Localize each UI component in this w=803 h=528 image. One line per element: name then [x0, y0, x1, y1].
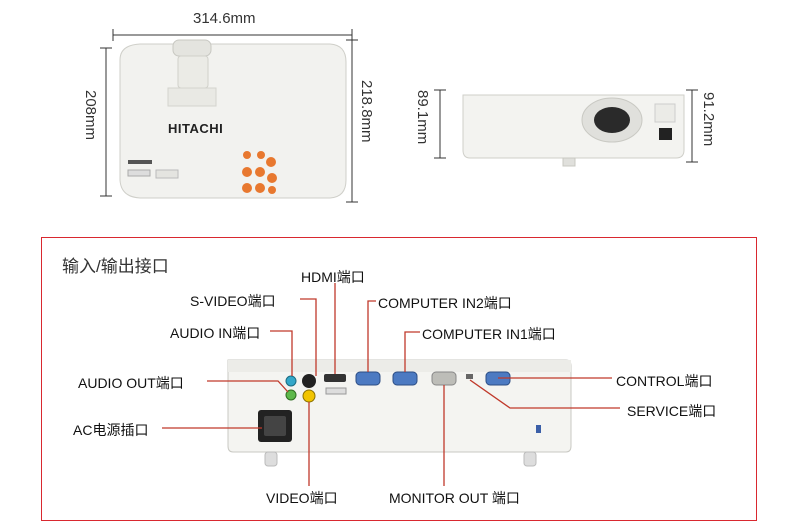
- top-width-dimension-line: [112, 29, 353, 41]
- label-monitor-out-port: MONITOR OUT 端口: [389, 490, 520, 506]
- audio-in-jack: [285, 375, 297, 387]
- label-computer-in1-port: COMPUTER IN1端口: [422, 326, 556, 342]
- label-service-port: SERVICE端口: [627, 403, 717, 419]
- hitachi-logo: HITACHI: [168, 121, 224, 136]
- label-computer-in2-port: COMPUTER IN2端口: [378, 295, 512, 311]
- s-video-jack: [302, 374, 316, 388]
- label-audio-in-port: AUDIO IN端口: [170, 325, 261, 341]
- ports-section-title: 输入/输出接口: [62, 257, 169, 276]
- top-depth-dimension-line: [100, 47, 112, 197]
- control-buttons: [242, 151, 277, 194]
- label-control-port: CONTROL端口: [616, 373, 713, 389]
- label-ac-power-inlet: AC电源插口: [73, 422, 149, 438]
- projector-rear-view: [227, 359, 572, 467]
- top-depth-label: 208mm: [82, 90, 99, 141]
- label-video-port: VIDEO端口: [266, 490, 338, 506]
- service-port: [466, 374, 473, 379]
- label-audio-out-port: AUDIO OUT端口: [78, 375, 184, 391]
- audio-out-jack: [285, 389, 297, 401]
- projector-front-view: [462, 94, 685, 167]
- front-height-label: 89.1mm: [414, 90, 431, 145]
- leader-lines: [162, 283, 620, 486]
- hdmi-port: [324, 374, 346, 382]
- front-height-dimension-line: [434, 89, 446, 159]
- ports-panel: [41, 237, 757, 521]
- top-width-label: 314.6mm: [193, 10, 256, 27]
- projector-top-view: [119, 39, 347, 199]
- top-depth-alt-label: 218.8mm: [358, 80, 375, 143]
- top-depth-alt-dimension-line: [346, 39, 358, 203]
- front-height-alt-dimension-line: [686, 89, 698, 163]
- front-height-alt-label: 91.2mm: [700, 92, 717, 147]
- label-hdmi-port: HDMI端口: [301, 269, 365, 285]
- label-s-video-port: S-VIDEO端口: [190, 293, 276, 309]
